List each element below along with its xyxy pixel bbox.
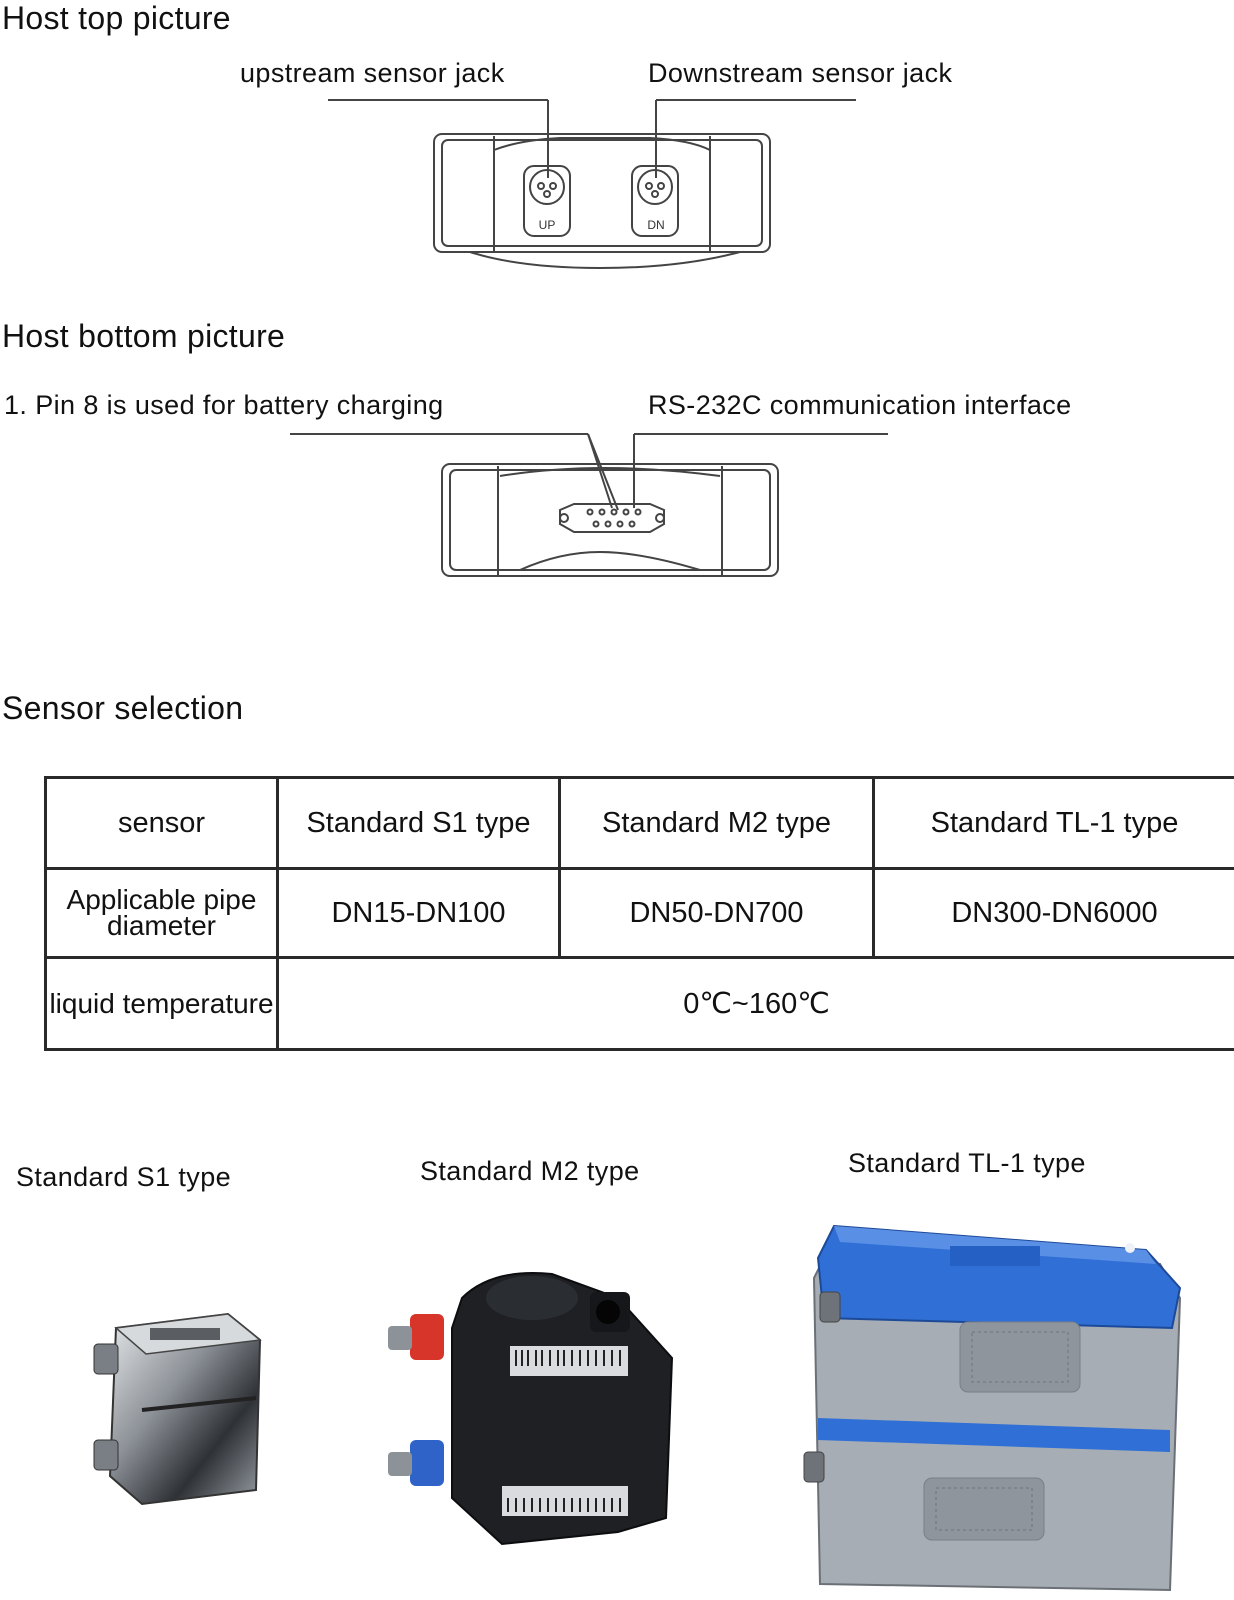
host-top-title: Host top picture — [2, 0, 231, 36]
m2-sensor-image — [388, 1272, 674, 1546]
pipe-diameter-label: Applicable pipe diameter — [44, 867, 279, 959]
host-bottom-drawing — [290, 433, 888, 577]
host-top-drawing: UP DN — [328, 99, 856, 270]
table-row: liquid temperature 0℃~160℃ — [44, 956, 1234, 1051]
pipe-value-tl1: DN300-DN6000 — [872, 867, 1234, 959]
sensor-selection-title: Sensor selection — [2, 690, 244, 726]
battery-charging-label: 1. Pin 8 is used for battery charging — [4, 390, 444, 420]
pipe-value-s1: DN15-DN100 — [276, 867, 561, 959]
header-sensor: sensor — [44, 776, 279, 870]
s1-sensor-image — [93, 1312, 262, 1506]
header-m2: Standard M2 type — [558, 776, 875, 870]
dn-port-text: DN — [647, 218, 664, 232]
m2-photo-label: Standard M2 type — [420, 1156, 640, 1186]
pipe-value-m2: DN50-DN700 — [558, 867, 875, 959]
host-bottom-title: Host bottom picture — [2, 318, 286, 354]
table-row: Applicable pipe diameter DN15-DN100 DN50… — [44, 867, 1234, 959]
downstream-jack-label: Downstream sensor jack — [648, 58, 953, 88]
table-row: sensor Standard S1 type Standard M2 type… — [44, 776, 1234, 870]
sensor-spec-table: sensor Standard S1 type Standard M2 type… — [44, 776, 1234, 1051]
header-s1: Standard S1 type — [276, 776, 561, 870]
rs232-label: RS-232C communication interface — [648, 390, 1072, 420]
s1-photo-label: Standard S1 type — [16, 1162, 232, 1192]
header-tl1: Standard TL-1 type — [872, 776, 1234, 870]
up-port-text: UP — [539, 218, 556, 232]
upstream-jack-label: upstream sensor jack — [240, 58, 505, 88]
temperature-label: liquid temperature — [44, 956, 279, 1051]
tl1-sensor-image — [803, 1224, 1182, 1592]
temperature-value: 0℃~160℃ — [276, 956, 1234, 1051]
tl1-photo-label: Standard TL-1 type — [848, 1148, 1086, 1178]
